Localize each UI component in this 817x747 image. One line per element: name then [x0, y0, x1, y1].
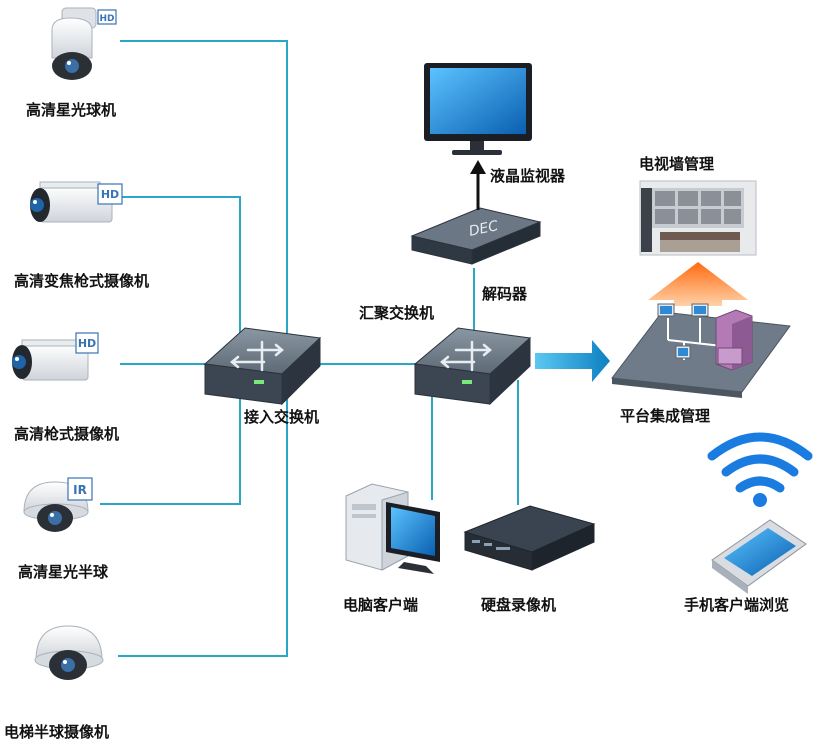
decoder-icon: DEC: [410, 207, 542, 265]
bullet-camera-icon: HD: [12, 332, 99, 381]
link-camera-4: [100, 392, 241, 505]
core-to-platform-arrow: [535, 340, 610, 382]
monitor-label: 液晶监视器: [490, 167, 566, 185]
desktop-pc-icon: [345, 483, 440, 574]
access-switch-icon: [203, 327, 322, 406]
bullet-camera-icon: HD: [30, 181, 123, 223]
camera-2-badge: HD: [101, 188, 119, 201]
camera-3-label: 高清枪式摄像机: [14, 425, 120, 443]
link-camera-2: [120, 196, 241, 338]
camera-1-label: 高清星光球机: [26, 101, 117, 119]
half-dome-camera-icon: IR: [23, 477, 93, 532]
dome-ptz-camera-icon: HD: [51, 7, 117, 80]
half-dome-camera-icon: [34, 625, 104, 680]
core-switch-label: 汇聚交换机: [359, 304, 435, 322]
decoder-to-monitor-arrow: [470, 160, 486, 210]
video-wall-icon: [639, 180, 757, 256]
access-switch-label: 接入交换机: [244, 408, 320, 426]
platform-network-icon: [611, 303, 791, 398]
core-switch-icon: [413, 327, 532, 406]
lcd-monitor-icon: [424, 63, 532, 155]
decoder-label: 解码器: [482, 285, 528, 303]
upload-arrow-icon: [648, 262, 748, 306]
wifi-icon: [707, 432, 813, 507]
decoder-device-text: DEC: [468, 218, 500, 240]
camera-4-label: 高清星光半球: [18, 563, 109, 581]
nvr-label: 硬盘录像机: [481, 596, 557, 614]
camera-4-badge: IR: [73, 483, 87, 497]
camera-5-label: 电梯半球摄像机: [4, 723, 110, 741]
camera-1-badge: HD: [99, 14, 114, 24]
camera-2-label: 高清变焦枪式摄像机: [14, 272, 150, 290]
platform-label: 平台集成管理: [620, 407, 711, 425]
smartphone-icon: [711, 519, 807, 594]
video-wall-label: 电视墙管理: [639, 155, 715, 173]
mobile-label: 手机客户端浏览: [684, 596, 790, 614]
pc-client-label: 电脑客户端: [343, 596, 419, 614]
camera-3-badge: HD: [78, 337, 96, 350]
nvr-icon: [463, 505, 596, 571]
